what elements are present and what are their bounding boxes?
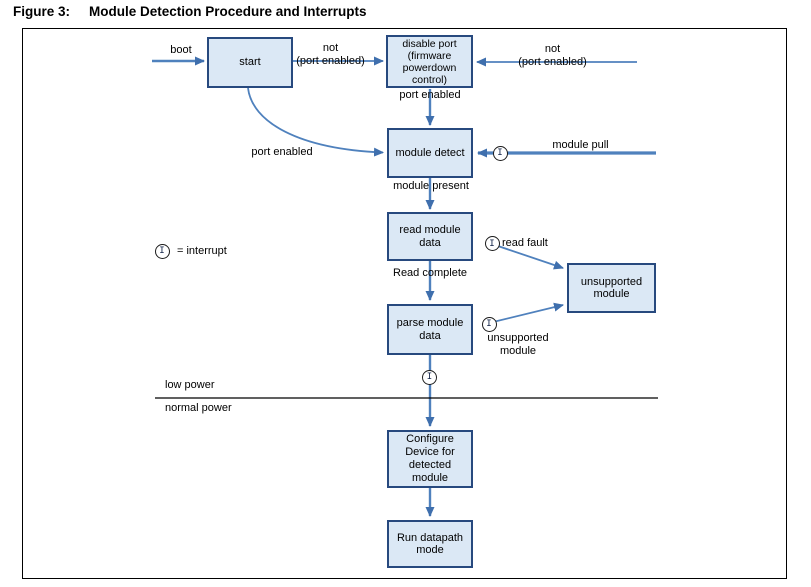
figure-title: Figure 3: Module Detection Procedure and…	[13, 4, 367, 19]
node-parse-module-data: parse module data	[387, 304, 473, 355]
label-boot: boot	[170, 44, 192, 56]
node-run-datapath: Run datapath mode	[387, 520, 473, 568]
label-port-enabled-curve: port enabled	[251, 146, 313, 158]
node-disable-port: disable port (firmware powerdown control…	[386, 35, 473, 88]
interrupt-icon-power-transition: I	[422, 369, 437, 385]
legend-text: = interrupt	[177, 245, 227, 257]
label-module-pull: module pull	[552, 139, 609, 151]
label-port-enabled-top: port enabled	[399, 89, 461, 101]
label-not-port-enabled-left: not (port enabled)	[296, 42, 365, 67]
interrupt-icon-legend: I	[154, 243, 170, 259]
node-unsupported-module: unsupported module	[567, 263, 656, 313]
label-read-fault: read fault	[502, 237, 548, 249]
interrupt-icon-parse-module: I	[481, 316, 497, 332]
label-unsupported-module: unsupported module	[487, 332, 549, 357]
label-not-port-enabled-right: not (port enabled)	[518, 43, 587, 68]
figure-number: Figure 3:	[13, 4, 71, 19]
read-fault-arrow	[491, 243, 564, 270]
figure-frame	[22, 28, 787, 579]
node-start: start	[207, 37, 293, 88]
label-module-present: module present	[393, 180, 469, 192]
node-configure-device: Configure Device for detected module	[387, 430, 473, 488]
interrupt-icon-read-fault: I	[484, 236, 500, 251]
label-normal-power: normal power	[165, 402, 232, 414]
label-read-complete: Read complete	[393, 267, 467, 279]
node-module-detect: module detect	[387, 128, 473, 178]
label-low-power: low power	[165, 379, 215, 391]
node-read-module-data: read module data	[387, 212, 473, 261]
parse-unsupported-arrow	[488, 302, 564, 324]
interrupt-icon-module-detect: I	[492, 145, 508, 161]
start-to-detect-curve-arrow	[247, 87, 384, 157]
figure-title-text: Module Detection Procedure and Interrupt…	[89, 4, 367, 19]
